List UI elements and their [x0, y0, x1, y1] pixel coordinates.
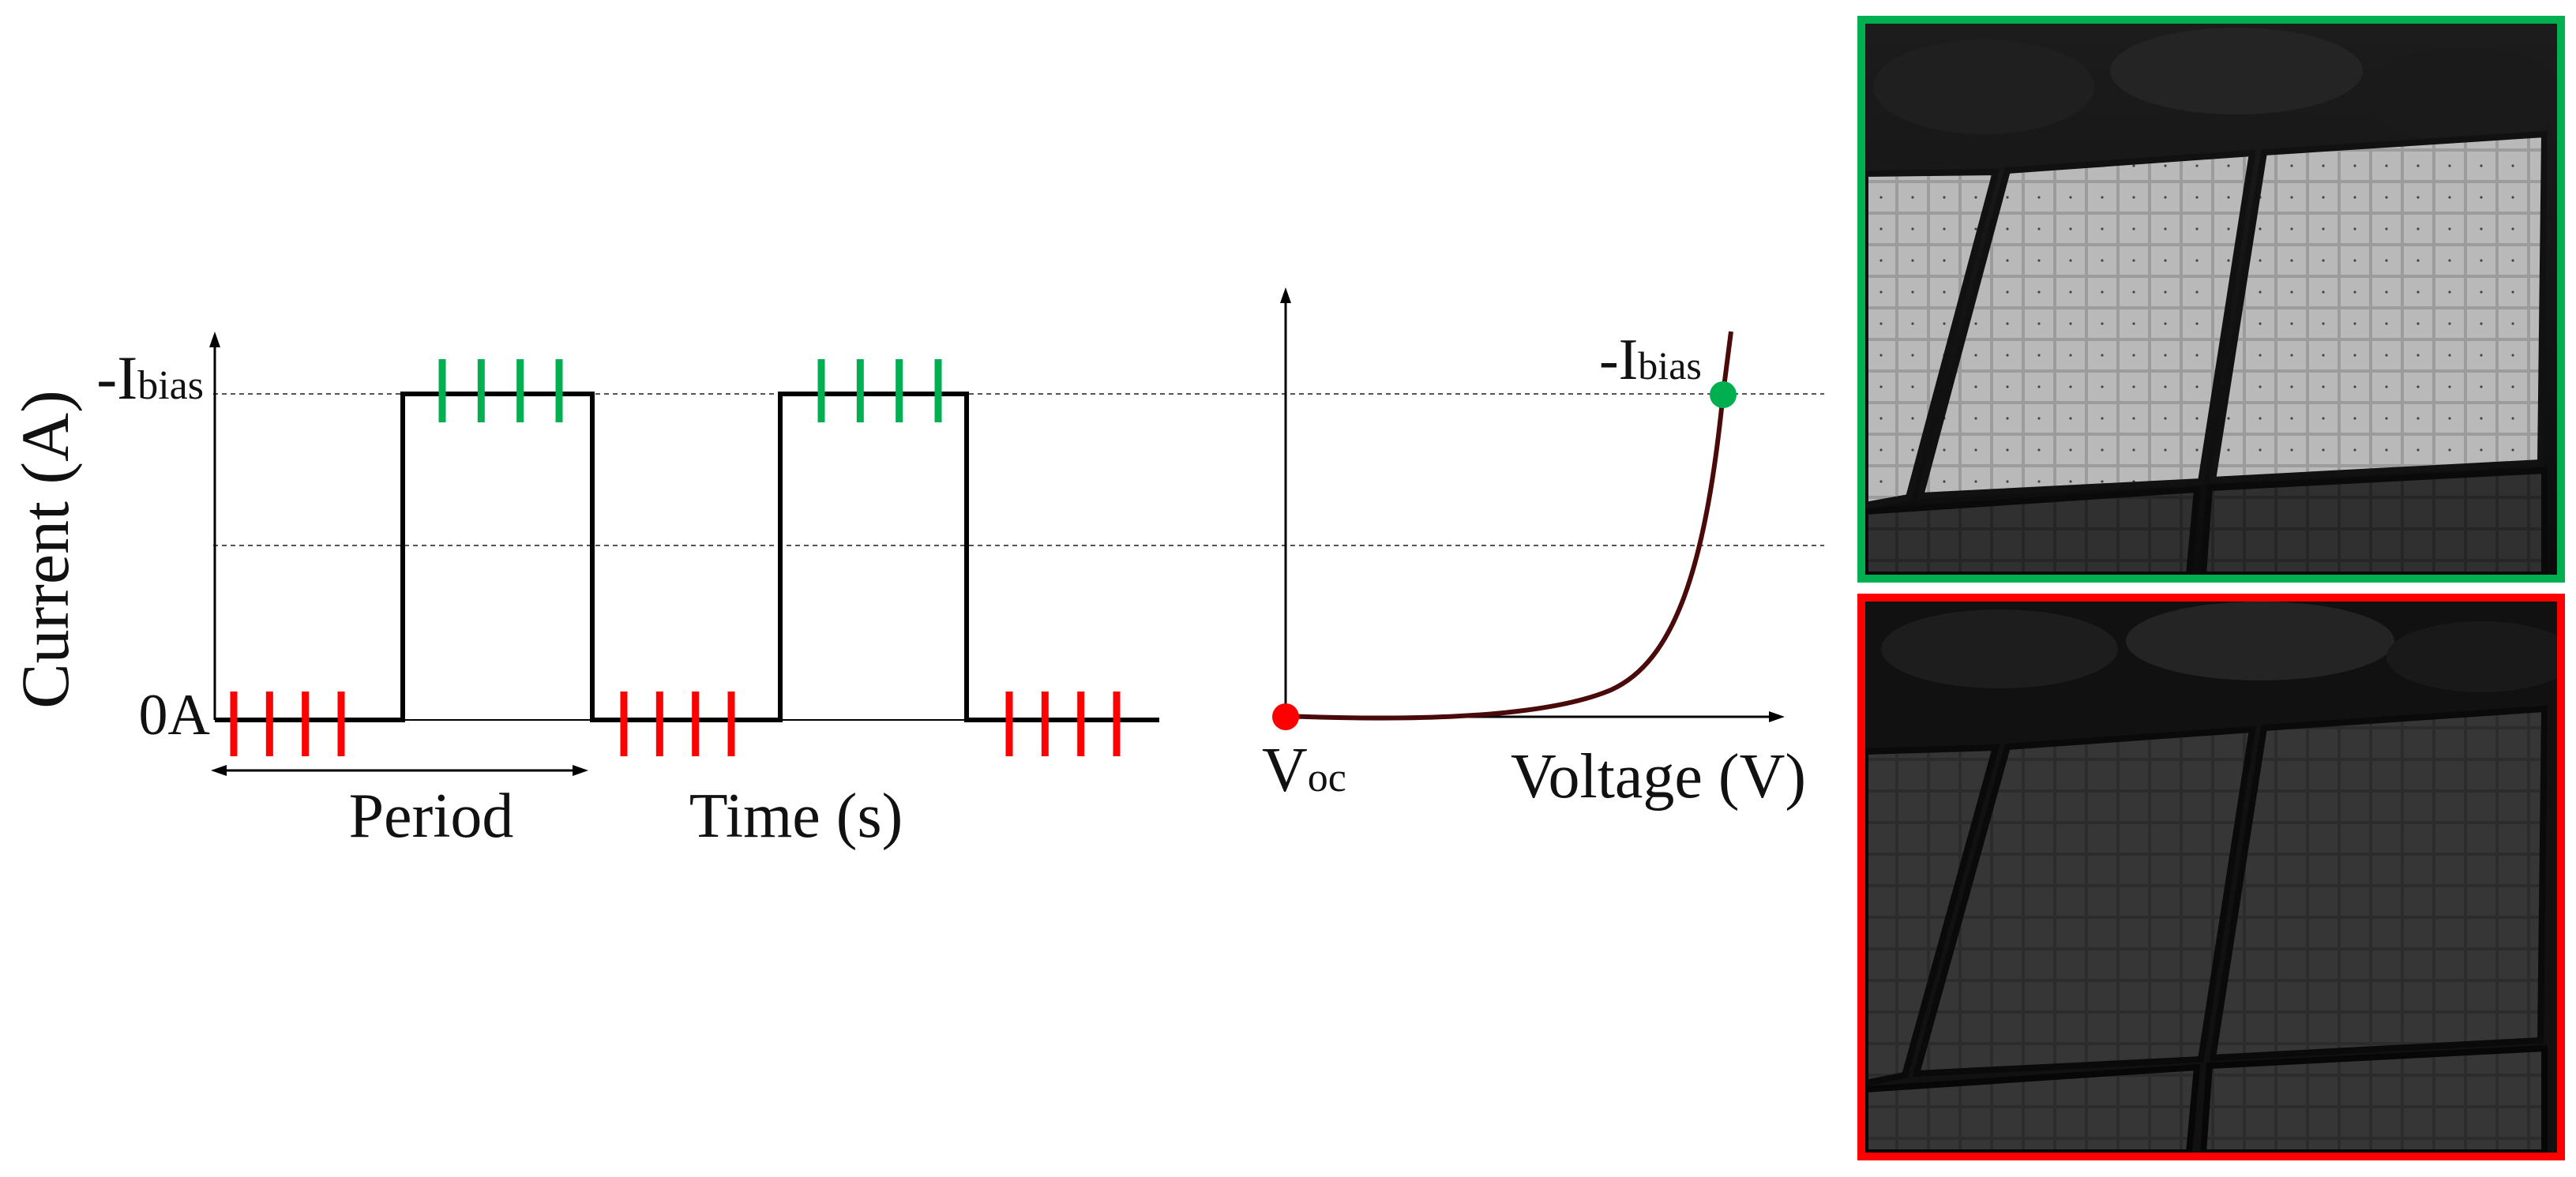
bias-label: -Ibias	[96, 343, 204, 412]
period-label: Period	[349, 782, 514, 851]
y-axis-label: Current (A)	[7, 390, 83, 709]
solar-panel-electroluminescence-icon	[1865, 24, 2557, 575]
voc-point	[1272, 703, 1299, 730]
square-wave	[215, 392, 1159, 722]
time-axis-label: Time (s)	[689, 782, 903, 851]
solar-panel-dark-icon	[1865, 602, 2557, 1153]
dark-image-panel	[1857, 594, 2565, 1160]
biasing-diagram: Current (A) -Ibias 0A Period Time (s) Vo…	[7, 287, 1824, 851]
zero-label: 0A	[139, 683, 210, 748]
el-image-panel	[1857, 16, 2565, 583]
voc-label: Voc	[1262, 736, 1346, 805]
iv-bias-label: -Ibias	[1599, 328, 1702, 392]
measurement-ticks	[230, 359, 1121, 756]
voltage-axis-label: Voltage (V)	[1511, 742, 1806, 812]
iv-curve	[1285, 331, 1733, 721]
bias-point	[1710, 381, 1737, 408]
